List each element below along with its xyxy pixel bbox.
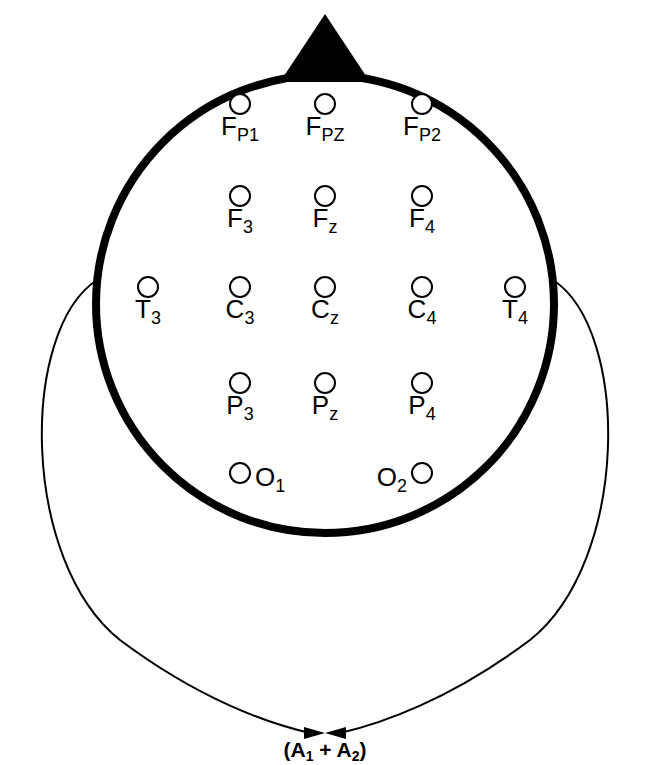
reference-subscript: 1 [306, 748, 314, 764]
reference-text: + A [313, 738, 351, 761]
electrode-letter: T [135, 294, 151, 324]
electrode-site: C3 [229, 276, 251, 298]
electrode-site: O2 [411, 462, 433, 484]
link-bowtie [304, 727, 325, 739]
electrode-subscript: z [330, 308, 339, 328]
electrode-subscript: 4 [518, 308, 528, 328]
electrode-letter: F [313, 203, 329, 233]
reference-text: ) [360, 738, 367, 761]
electrode-site: F4 [411, 185, 433, 207]
electrode-site: T4 [504, 276, 526, 298]
electrode-site: Cz [314, 276, 336, 298]
electrode-site: FP2 [411, 93, 433, 115]
electrode-letter: F [403, 111, 419, 141]
electrode-site: FP1 [229, 93, 251, 115]
electrode-letter: P [226, 390, 243, 420]
electrode-subscript: 1 [275, 476, 285, 496]
electrode-site: P4 [411, 372, 433, 394]
electrode-site: Pz [314, 372, 336, 394]
electrode-site: C4 [411, 276, 433, 298]
electrode-label: C3 [226, 294, 255, 327]
electrode-letter: F [306, 111, 322, 141]
electrode-label: Pz [312, 390, 338, 423]
electrode-label: T4 [502, 294, 528, 327]
electrode-subscript: 4 [426, 308, 436, 328]
electrode-letter: T [502, 294, 518, 324]
link-bowtie [325, 727, 346, 739]
electrode-subscript: z [329, 404, 338, 424]
electrode-letter: F [227, 203, 243, 233]
electrode-label: Fz [313, 203, 338, 236]
ear-wire [42, 280, 310, 733]
electrode-letter: P [312, 390, 329, 420]
electrode-letter: C [408, 294, 427, 324]
electrode-label: O1 [255, 462, 285, 495]
electrode-subscript: 4 [425, 217, 435, 237]
reference-text: (A [283, 738, 305, 761]
electrode-subscript: PZ [321, 125, 344, 145]
electrode-letter: P [408, 390, 425, 420]
electrode-letter: O [377, 462, 397, 492]
electrode-label: F4 [409, 203, 435, 236]
electrode-site: FPZ [314, 93, 336, 115]
electrode-circle [411, 462, 433, 484]
electrode-label: T3 [135, 294, 161, 327]
electrode-subscript: 3 [244, 308, 254, 328]
electrode-letter: F [221, 111, 237, 141]
electrode-site: O1 [229, 462, 251, 484]
electrode-subscript: P1 [237, 125, 259, 145]
electrode-label: FPZ [306, 111, 345, 144]
reference-subscript: 2 [352, 748, 360, 764]
electrode-subscript: 3 [244, 404, 254, 424]
electrode-subscript: P2 [419, 125, 441, 145]
electrode-label: FP1 [221, 111, 259, 144]
electrode-letter: C [311, 294, 330, 324]
electrode-letter: O [255, 462, 275, 492]
electrode-letter: C [226, 294, 245, 324]
electrode-circle [229, 462, 251, 484]
electrode-site: P3 [229, 372, 251, 394]
electrode-label: P4 [408, 390, 435, 423]
electrode-subscript: z [328, 217, 337, 237]
electrode-site: F3 [229, 185, 251, 207]
electrode-site: Fz [314, 185, 336, 207]
electrode-subscript: 3 [151, 308, 161, 328]
electrode-label: F3 [227, 203, 253, 236]
electrode-label: O2 [377, 462, 407, 495]
electrode-label: FP2 [403, 111, 441, 144]
electrode-site: T3 [137, 276, 159, 298]
electrode-subscript: 3 [243, 217, 253, 237]
electrode-subscript: 2 [397, 476, 407, 496]
electrode-label: P3 [226, 390, 253, 423]
ear-wire [340, 280, 608, 733]
reference-label: (A1 + A2) [283, 738, 366, 764]
electrode-label: Cz [311, 294, 339, 327]
electrode-subscript: 4 [426, 404, 436, 424]
electrode-letter: F [409, 203, 425, 233]
electrode-label: C4 [408, 294, 437, 327]
head-outline [96, 75, 554, 533]
